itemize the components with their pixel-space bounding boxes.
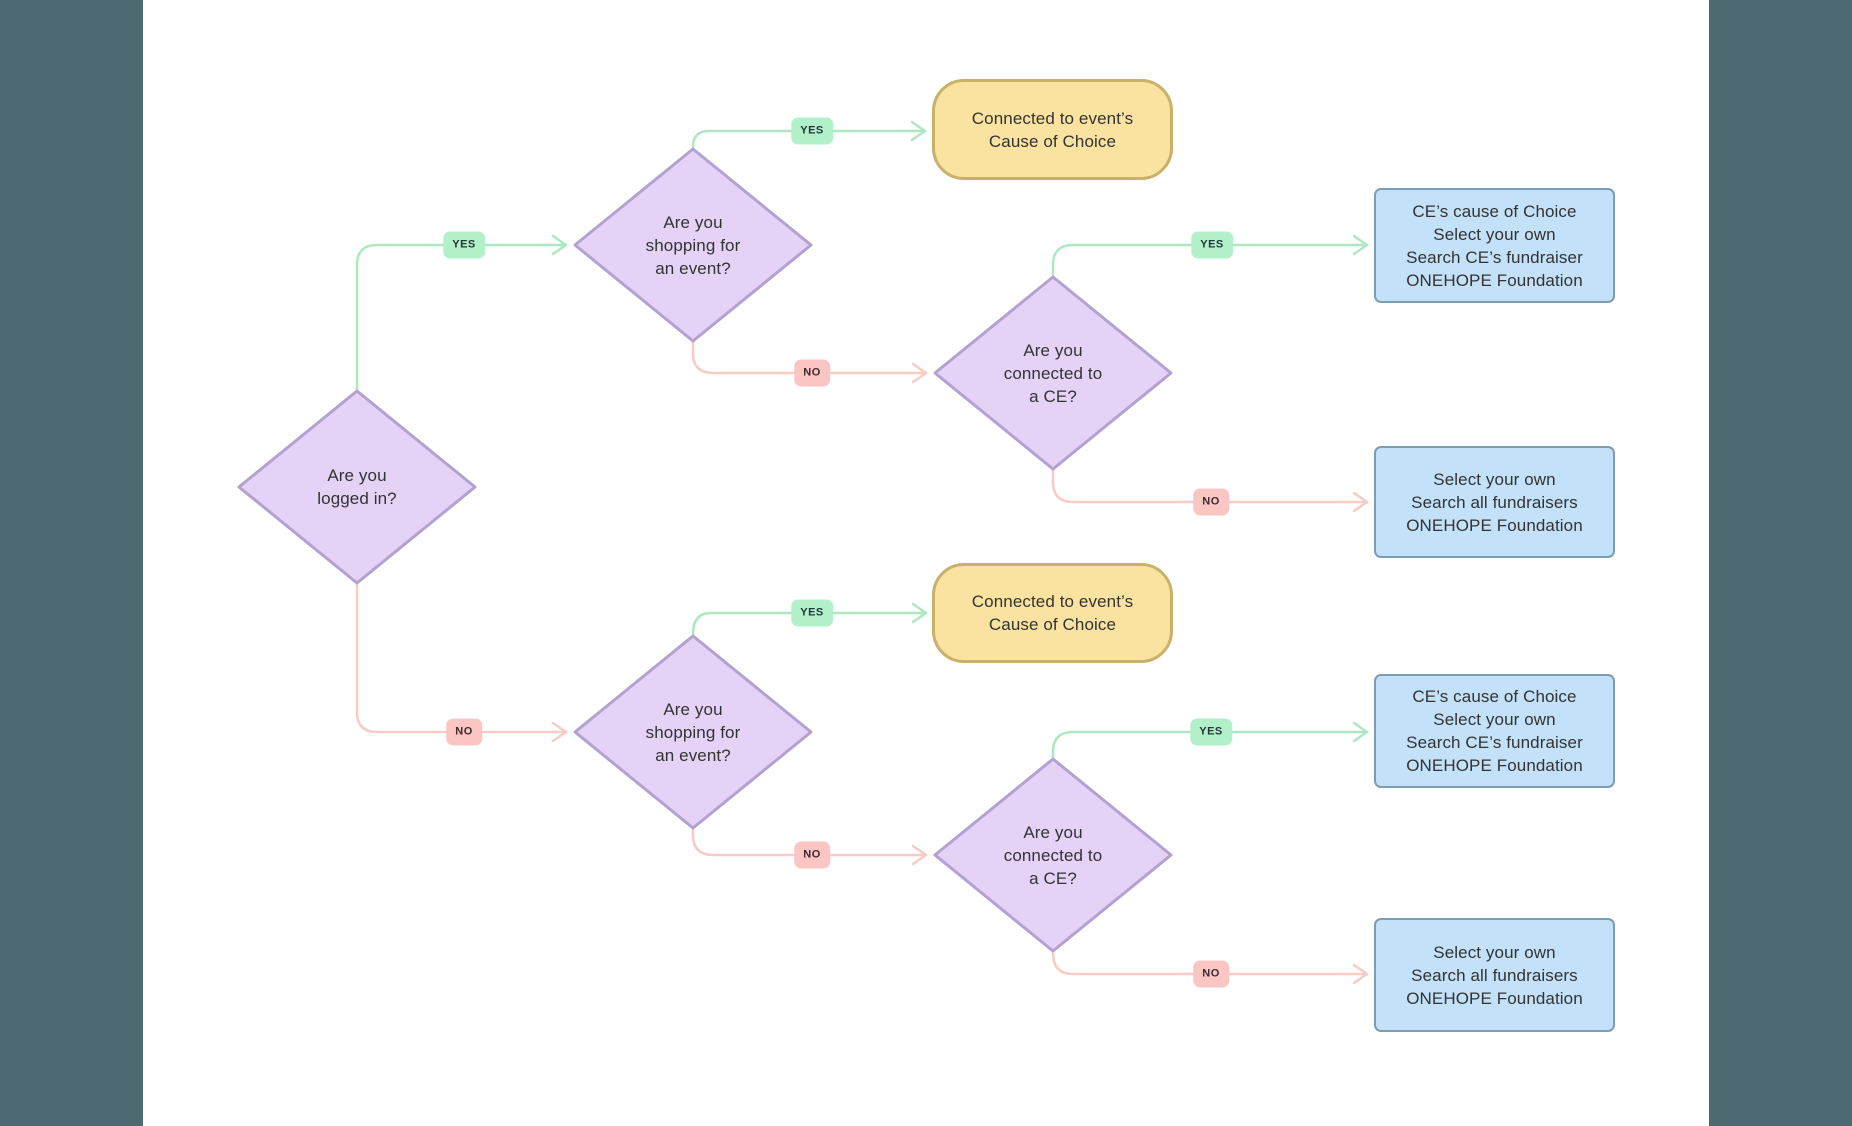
outcome-label: CE’s cause of Choice Select your own Sea… [1406,201,1583,290]
edge-badge-yes: YES [1190,718,1232,746]
edge-line [691,129,927,149]
decision-label: Are you shopping for an event? [645,212,741,278]
arrowhead-icon [911,602,928,624]
arrowhead-icon [910,120,927,142]
terminal-label: Connected to event’s Cause of Choice [971,592,1134,634]
outcome-label: CE’s cause of Choice Select your own Sea… [1406,687,1583,775]
terminal-event-cause-top: Connected to event’s Cause of Choice [932,79,1173,180]
edge-connected-ce-bottom-no [1051,951,1369,985]
arrowhead-icon [911,362,928,384]
edge-connected-ce-top-yes [1051,234,1369,277]
edge-line [691,828,928,857]
outcome-label: Select your own Search all fundraisers O… [1406,942,1583,1008]
diamond-shape [933,757,1173,953]
diamond-shape [237,389,477,585]
decision-label: Are you connected to a CE? [1003,822,1103,888]
edge-badge-no: NO [794,359,830,387]
edge-badge-yes: YES [443,231,485,259]
arrowhead-icon [551,721,568,743]
edge-badge-no: NO [1193,488,1229,516]
terminal-label: Connected to event’s Cause of Choice [971,108,1134,151]
edge-shopping-top-no [691,341,928,384]
edge-shopping-top-yes [691,120,927,149]
side-bar-left [0,0,143,1126]
diamond-shape [573,147,813,343]
arrowhead-icon [551,234,568,256]
edge-connected-ce-top-no [1051,469,1369,513]
edge-line [1051,469,1369,504]
edge-badge-yes: YES [791,599,833,627]
edge-line [355,243,568,391]
edge-logged-in-no [355,583,568,743]
edge-line [691,611,928,636]
diamond-shape [573,634,813,830]
edge-line [1051,951,1369,976]
edge-badge-yes: YES [1191,231,1233,259]
edge-logged-in-yes [355,234,568,391]
edge-badge-yes: YES [791,117,833,145]
edge-line [1051,243,1369,277]
outcome-label: Select your own Search all fundraisers O… [1406,469,1583,535]
decision-connected-ce-bottom: Are you connected to a CE? [933,757,1173,953]
side-bar-right [1709,0,1852,1126]
decision-logged-in: Are you logged in? [237,389,477,585]
edge-line [691,341,928,375]
decision-shopping-event-top: Are you shopping for an event? [573,147,813,343]
edge-shopping-bottom-yes [691,602,928,636]
arrowhead-icon [911,844,928,866]
arrowhead-icon [1352,491,1369,513]
edge-badge-no: NO [446,718,482,746]
arrowhead-icon [1352,234,1369,256]
diamond-shape [933,275,1173,471]
decision-shopping-event-bottom: Are you shopping for an event? [573,634,813,830]
decision-label: Are you shopping for an event? [645,699,741,765]
arrowhead-icon [1352,963,1369,985]
decision-label: Are you logged in? [317,466,397,508]
outcome-select-own-top: Select your own Search all fundraisers O… [1374,446,1615,558]
terminal-event-cause-bottom: Connected to event’s Cause of Choice [932,563,1173,663]
edge-badge-no: NO [794,841,830,869]
outcome-ce-cause-bottom: CE’s cause of Choice Select your own Sea… [1374,674,1615,788]
edge-shopping-bottom-no [691,828,928,866]
outcome-select-own-bottom: Select your own Search all fundraisers O… [1374,918,1615,1032]
outcome-ce-cause-top: CE’s cause of Choice Select your own Sea… [1374,188,1615,303]
edge-line [355,583,568,734]
edge-badge-no: NO [1193,960,1229,988]
decision-connected-ce-top: Are you connected to a CE? [933,275,1173,471]
edge-line [1051,730,1369,759]
edge-connected-ce-bottom-yes [1051,721,1369,759]
decision-label: Are you connected to a CE? [1003,340,1103,406]
arrowhead-icon [1352,721,1369,743]
